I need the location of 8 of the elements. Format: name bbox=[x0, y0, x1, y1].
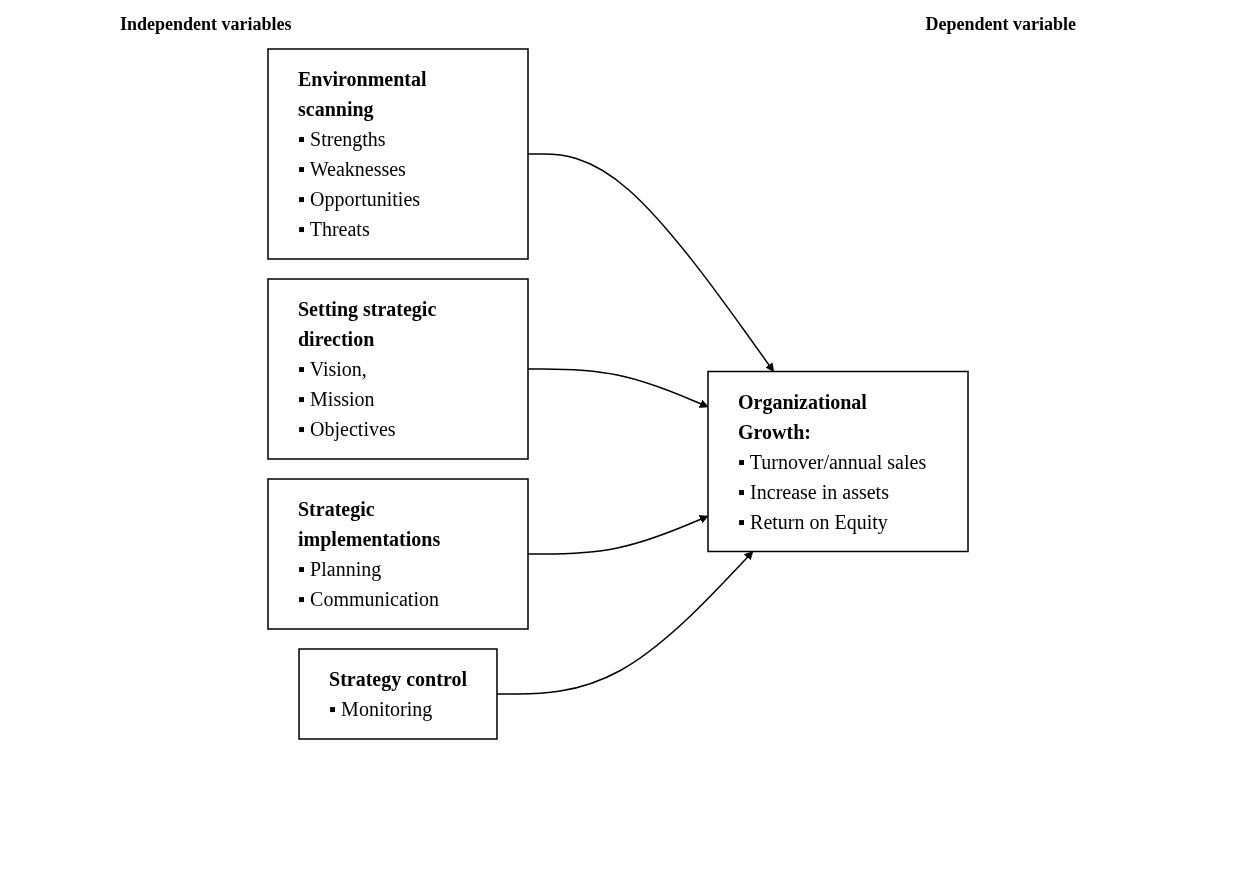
node-box: Setting strategic direction ▪ Vision, ▪ Mission ▪ Objectives bbox=[267, 278, 529, 460]
column-heading: Independent variables bbox=[120, 14, 292, 35]
arrow bbox=[496, 551, 754, 695]
column-heading: Dependent variable bbox=[925, 14, 1076, 35]
node-box: Environmental scanning ▪ Strengths ▪ Weaknesses ▪ Opportunities ▪ Threats bbox=[267, 48, 529, 260]
node-box: Organizational Growth: ▪ Turnover/annual sales ▪ Increase in assets ▪ Return on Equity bbox=[707, 370, 969, 553]
node-box: Strategic implementations ▪ Planning ▪ Communication bbox=[267, 478, 529, 630]
node-box: Strategy control ▪ Monitoring bbox=[298, 648, 498, 740]
